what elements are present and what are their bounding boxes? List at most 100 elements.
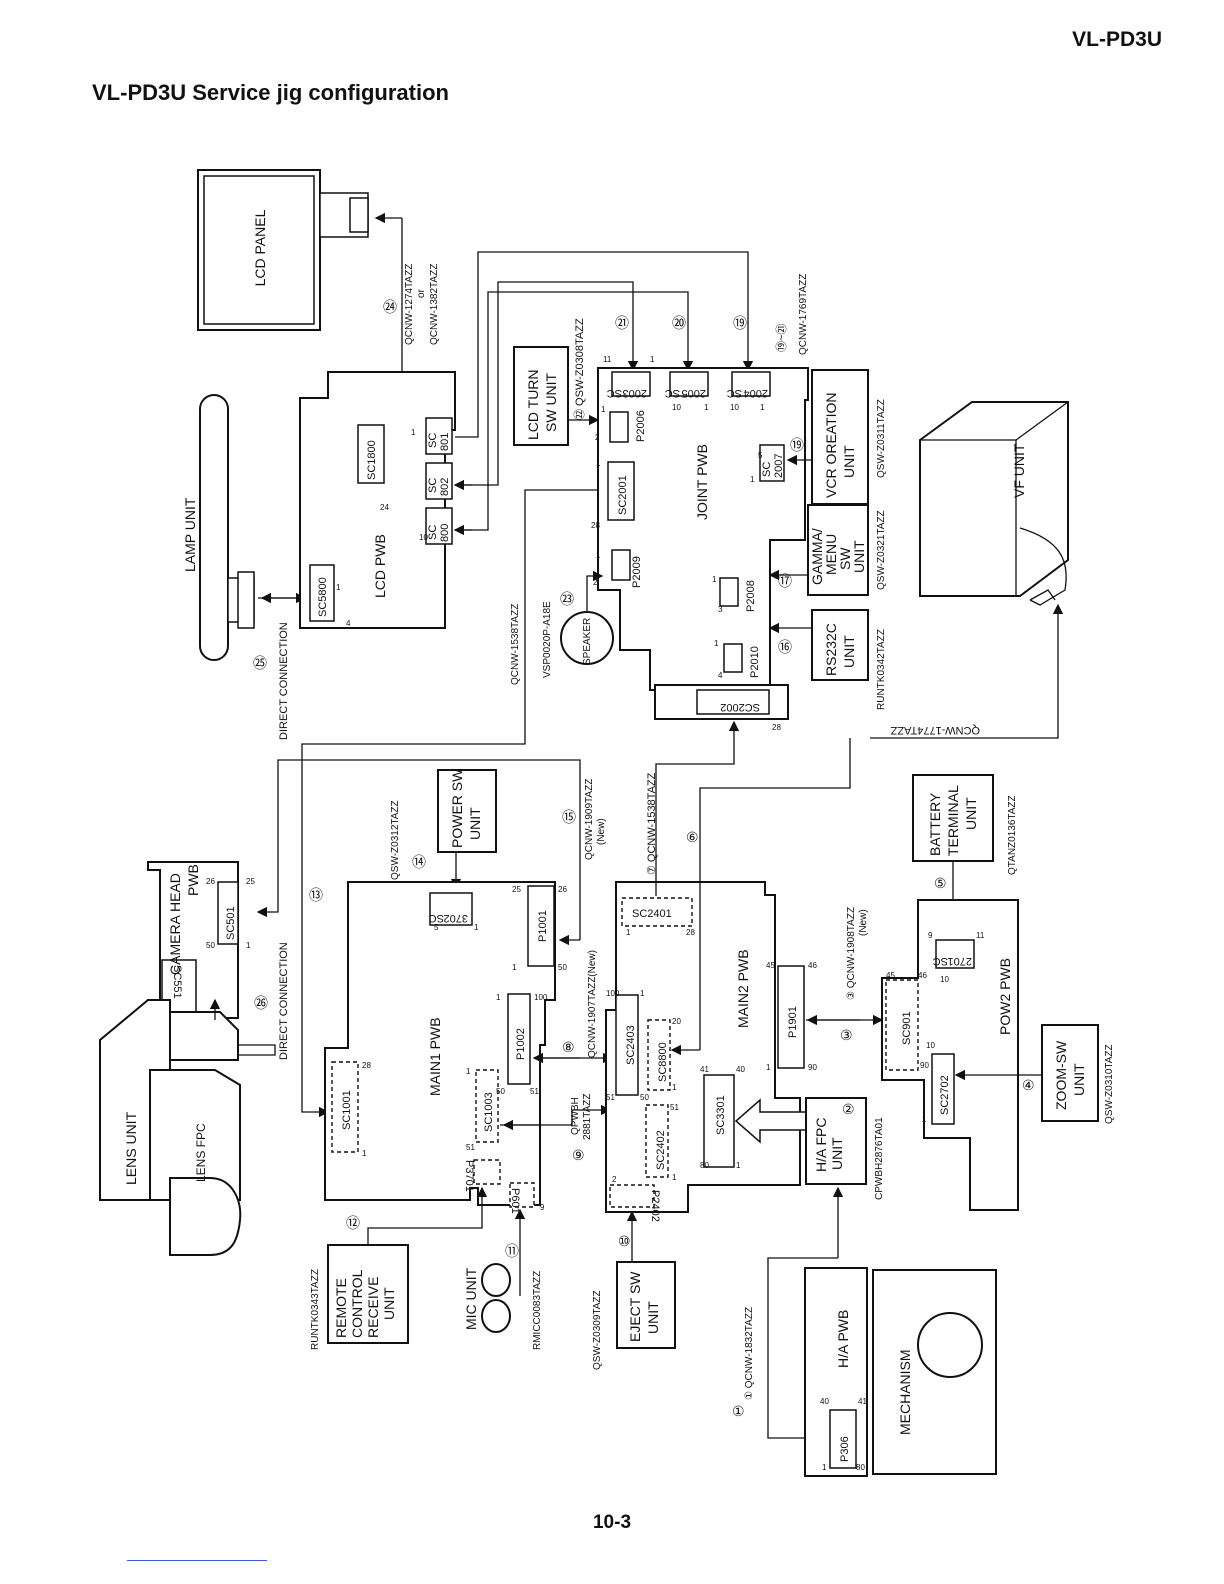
marker-8: ⑧ xyxy=(562,1039,575,1055)
units-remote_3-label: RECEIVE xyxy=(365,1277,381,1338)
units-rs232c_2-label: UNIT xyxy=(841,635,857,668)
connectors-sc1001-label: SC1001 xyxy=(341,1090,353,1130)
units-remote_1-label: REMOTE xyxy=(333,1278,349,1338)
pins-p2-label: 2 xyxy=(612,1175,617,1184)
pins-p28-label: 28 xyxy=(591,521,600,530)
connectors-p2008-label: P2008 xyxy=(745,580,757,612)
connectors-sc8800-label: SC8800 xyxy=(657,1042,669,1082)
connectors-sc2005b-label: 2005 xyxy=(682,387,706,399)
connectors-sc1003-label: SC1003 xyxy=(483,1092,495,1132)
marker-2: ② xyxy=(842,1101,855,1117)
marker-23: ㉓ xyxy=(560,591,574,607)
pins-p10-label: 10 xyxy=(730,403,739,412)
pins-p40-label: 40 xyxy=(736,1065,745,1074)
pins-p20-label: 20 xyxy=(672,1017,681,1026)
pins-p26-label: 26 xyxy=(206,877,215,886)
pins-p1-label: 1 xyxy=(922,1115,927,1124)
pins-p1-label: 1 xyxy=(672,1083,677,1092)
lcd-panel: LCD PANEL xyxy=(197,169,369,331)
units-main2_pwb-label: MAIN2 PWB xyxy=(735,949,751,1028)
units-ha_pwb-label: H/A PWB xyxy=(835,1310,851,1368)
speaker: SPEAKER xyxy=(560,611,614,665)
page-title: VL-PD3U Service jig configuration xyxy=(92,80,449,105)
pins-p1-label: 1 xyxy=(246,941,251,950)
units-vcr_op_2-label: UNIT xyxy=(841,445,857,478)
pins-p28-label: 28 xyxy=(686,928,695,937)
cable-24-label: QCNW-1274TAZZ or QCNW-1382TAZZ xyxy=(404,264,440,345)
pins-p1-label: 1 xyxy=(336,583,341,592)
units-vcr_op_1-label: VCR OREATION xyxy=(823,392,839,498)
pins-p1-label: 1 xyxy=(601,405,606,414)
connectors-sc5800-label: SC5800 xyxy=(317,577,329,617)
units-gamma_2-label: MENU xyxy=(823,534,839,575)
units-vf_unit-label: VF UNIT xyxy=(1011,443,1027,498)
pins-p1-label: 1 xyxy=(496,993,501,1002)
vcr-operation-unit: VCR OREATION UNIT xyxy=(811,369,869,505)
pins-p24-label: 24 xyxy=(380,503,389,512)
pins-p2-label: 2 xyxy=(593,578,598,587)
pins-p1-label: 1 xyxy=(766,1063,771,1072)
marker-20: ⑳ xyxy=(672,315,686,331)
units-eject_2-label: UNIT xyxy=(645,1301,661,1334)
cables-c23b-label: VSP0020P-A18E xyxy=(542,601,553,678)
connectors-sc2004a-label: SC xyxy=(727,387,742,399)
connectors-sc3301-label: SC3301 xyxy=(715,1095,727,1135)
pins-p4-label: 4 xyxy=(346,619,351,628)
marker-5: ⑤ xyxy=(934,875,947,891)
pins-p1-label: 1 xyxy=(712,575,717,584)
cables-c22-label: ㉒ QSW-Z0308TAZZ xyxy=(573,318,586,420)
cables-c9b-label: 2881TAZZ xyxy=(582,1094,593,1141)
main2-pwb: SC2401 SC2403 SC8800 SC2402 P2402 SC3301… xyxy=(605,881,817,1222)
connectors-sc2001-label: SC2001 xyxy=(617,475,629,515)
units-lcd_panel-label: LCD PANEL xyxy=(252,209,268,286)
units-pow2_pwb-label: POW2 PWB xyxy=(997,958,1013,1035)
units-battery_2-label: TERMINAL xyxy=(945,785,961,856)
connectors-sc2701a-label: SC xyxy=(933,955,948,967)
units-power_sw_2-label: UNIT xyxy=(467,807,483,840)
ha-fpc-unit: H/A FPC UNIT xyxy=(805,1097,867,1185)
marker-16: ⑯ xyxy=(778,639,792,655)
cables-c9a-label: QPWBH xyxy=(570,1097,581,1135)
units-zoom_sw_1-label: ZOOM-SW xyxy=(1053,1040,1069,1110)
connectors-sc2401-label: SC2401 xyxy=(632,908,672,920)
connectors-sc801b-label: 801 xyxy=(439,433,451,451)
cables-c16b-label: RUNTK0342TAZZ xyxy=(876,629,887,710)
rs232c-unit: RS232C UNIT xyxy=(811,609,869,681)
mechanism: MECHANISM xyxy=(872,1269,997,1475)
connectors-p2006-label: P2006 xyxy=(635,410,647,442)
pins-p1-label: 1 xyxy=(714,639,719,648)
cables-c24a-label: QCNW-1274TAZZ xyxy=(404,264,415,345)
pins-p1-label: 1 xyxy=(704,403,709,412)
units-gamma_3-label: SW xyxy=(837,547,853,570)
camera-head-pwb: SC501 SC551 CAMERA HEAD PWB 26 25 50 1 xyxy=(147,861,255,1023)
units-rs232c_1-label: RS232C xyxy=(823,623,839,676)
connectors-p1001-label: P1001 xyxy=(537,910,549,942)
connectors-p2010-label: P2010 xyxy=(749,646,761,678)
zoom-sw-unit: ZOOM-SW UNIT xyxy=(1041,1024,1099,1122)
pins-p10-label: 10 xyxy=(672,403,681,412)
pins-p1-label: 1 xyxy=(596,551,601,560)
units-mic_unit-label: MIC UNIT xyxy=(463,1267,479,1330)
pins-p3-label: 3 xyxy=(718,605,723,614)
connectors-p2402-label: P2402 xyxy=(649,1190,661,1222)
connectors-sc2007b-label: 2007 xyxy=(773,454,785,478)
cables-c8-label: QCNW-1907TAZZ(New) xyxy=(587,950,598,1058)
pins-p100-label: 100 xyxy=(606,989,620,998)
connectors-sc2402-label: SC2402 xyxy=(655,1130,667,1170)
units-main1_pwb-label: MAIN1 PWB xyxy=(427,1017,443,1096)
pins-p5-label: 5 xyxy=(434,923,439,932)
pins-p51-label: 51 xyxy=(530,1087,539,1096)
units-joint_pwb-label: JOINT PWB xyxy=(694,444,710,520)
marker-4: ④ xyxy=(1022,1077,1035,1093)
pins-p50-label: 50 xyxy=(496,1087,505,1096)
connectors-sc551-label: SC551 xyxy=(171,965,183,999)
cables-c19_21b-label: QCNW-1769TAZZ xyxy=(798,274,809,355)
pins-p90-label: 90 xyxy=(920,1061,929,1070)
marker-14: ⑭ xyxy=(412,854,426,870)
pins-p1-label: 1 xyxy=(411,428,416,437)
pins-p28-label: 28 xyxy=(362,1061,371,1070)
direct-connection-25: DIRECT CONNECTION xyxy=(278,622,290,740)
connectors-sc800a-label: SC xyxy=(427,525,439,540)
remote-control-receive-unit: REMOTE CONTROL RECEIVE UNIT xyxy=(327,1244,409,1344)
pins-p5-label: 5 xyxy=(758,451,763,460)
